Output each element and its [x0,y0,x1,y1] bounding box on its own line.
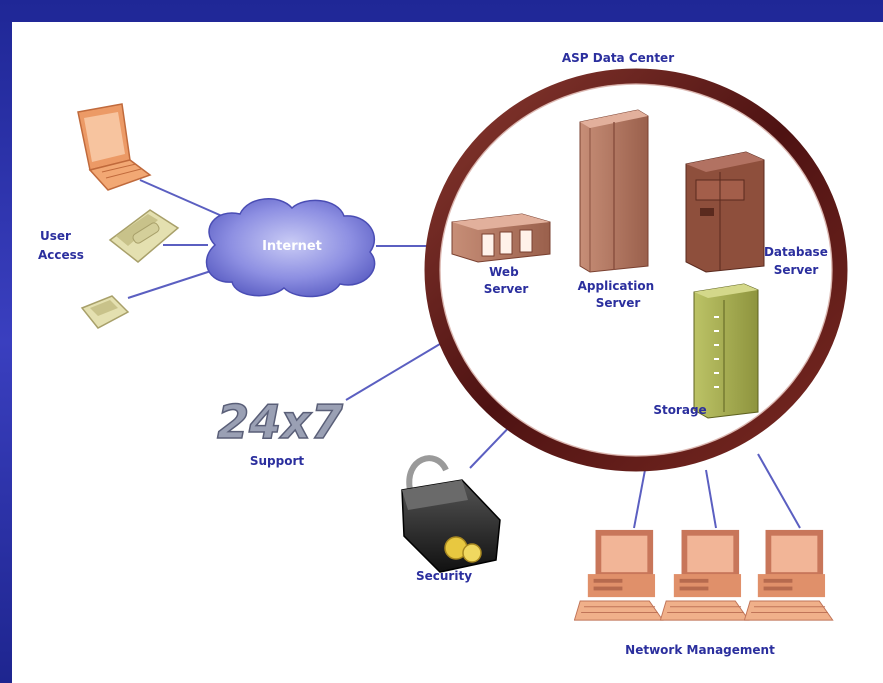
data-center-ring [424,68,848,472]
workstation-icon [574,529,664,621]
database-server-label: Database Server [764,245,832,277]
support-badge-text: 24x7 [217,395,343,449]
application-server-label-line1: Application [578,279,655,293]
cloud-icon [205,198,376,298]
web-server-label-line1: Web [489,265,519,279]
connector-workstation1-datacenter [633,469,646,529]
connector-pager-internet [127,269,215,299]
padlock-icon [401,455,501,573]
storage-label: Storage [653,403,706,417]
security-label: Security [416,569,472,583]
application-server-label-line2: Server [596,296,641,310]
user-access-label: User Access [38,229,84,262]
support-badge: 24x7 [216,394,343,450]
application-server-label: Application Server [578,279,659,310]
user-access-label-line1: User [40,229,71,243]
network-management-label: Network Management [625,643,775,657]
data-center-ring-highlight [439,83,833,457]
laptop-icon [77,103,152,191]
internet-label: Internet [262,239,322,254]
ring-label: ASP Data Center [562,51,674,65]
database-server-icon [685,151,765,273]
workstation-icon [744,529,834,621]
database-server-label-line2: Server [774,263,819,277]
application-server-icon [579,109,649,273]
pager-icon [80,295,130,329]
user-access-label-line2: Access [38,248,84,262]
web-server-label-line2: Server [484,282,529,296]
phone-icon [108,209,180,263]
web-server-label: Web Server [484,265,529,296]
connector-laptop-internet [139,179,223,217]
connector-workstation3-datacenter [757,453,801,529]
connector-lines [127,179,801,529]
connector-support-datacenter [345,337,451,401]
workstation-icon [660,529,750,621]
web-server-icon [451,213,551,263]
database-server-label-line1: Database [764,245,828,259]
storage-icon [693,283,759,419]
support-label: Support [250,454,305,468]
connector-workstation2-datacenter [705,469,717,529]
